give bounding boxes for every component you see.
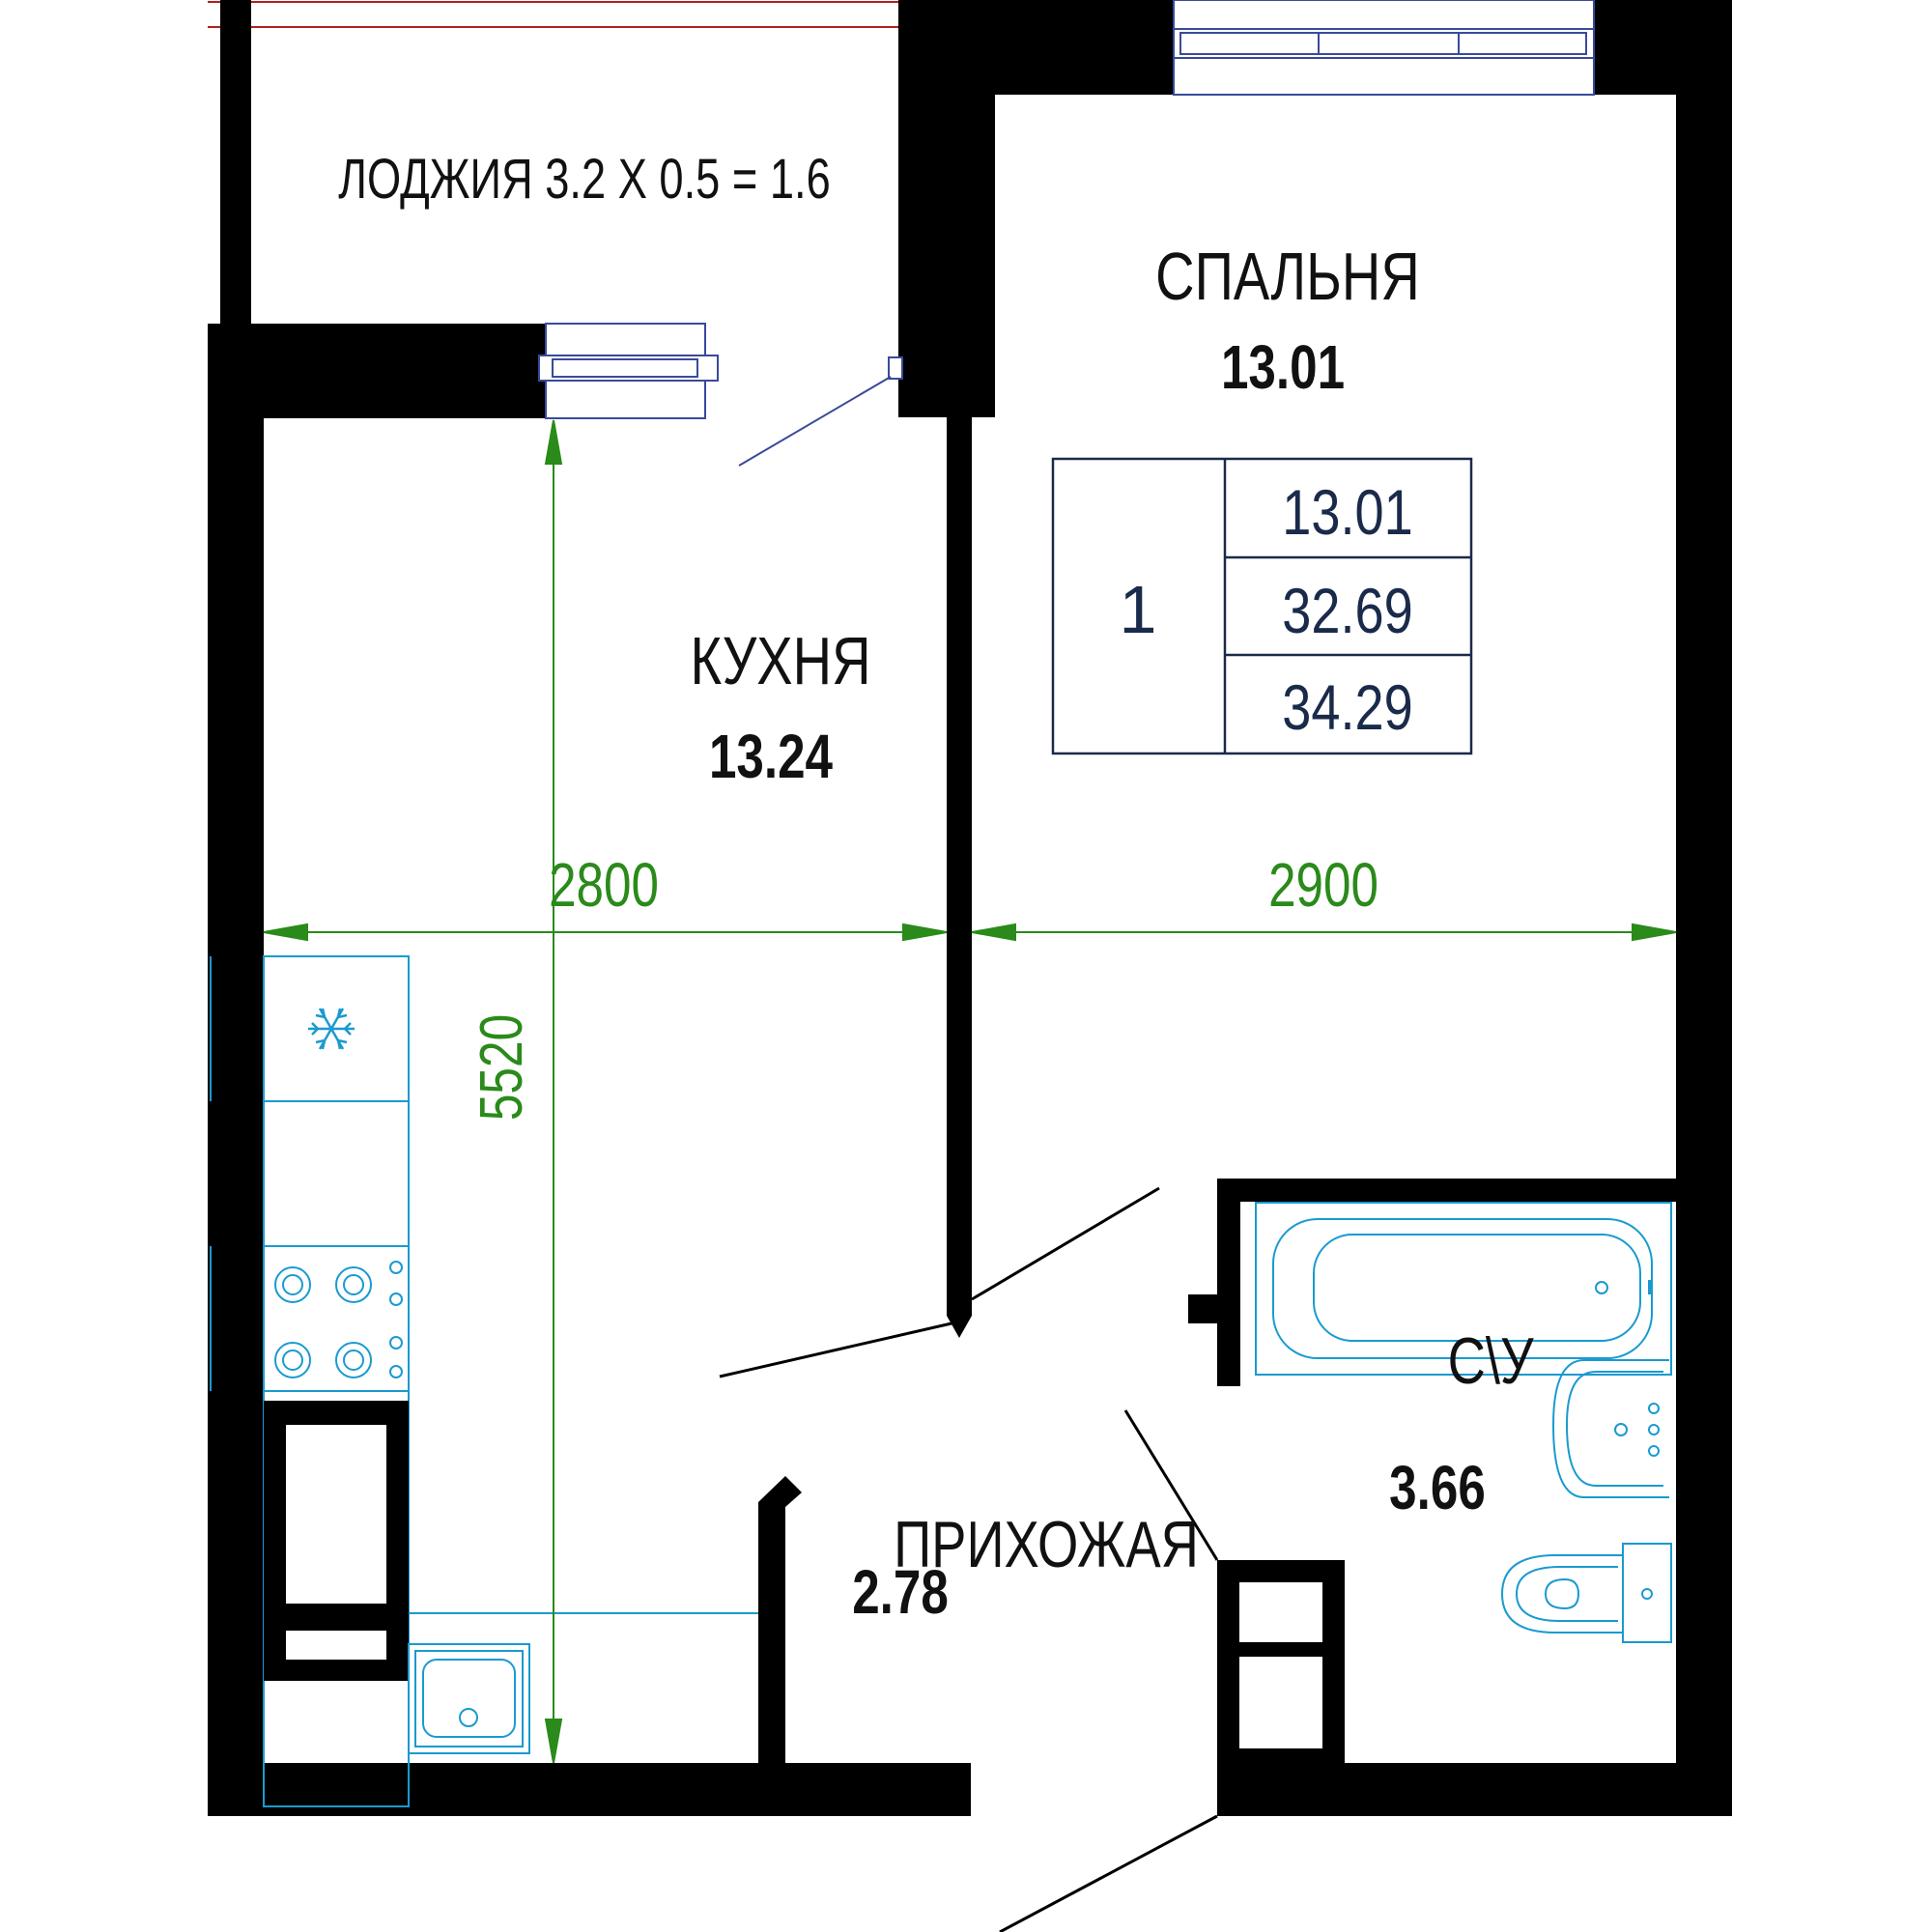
windows — [538, 0, 1595, 419]
reference-lines — [208, 1, 898, 28]
kitchen-area: 13.24 — [709, 724, 833, 792]
dimension-bedroom-width: 2900 — [1268, 852, 1378, 921]
summary-table — [1051, 457, 1473, 755]
kitchen-name: КУХНЯ — [690, 624, 870, 698]
bathtub-icon — [1255, 1202, 1672, 1376]
oven — [264, 1401, 409, 1681]
washbasin-icon — [1551, 1359, 1669, 1498]
table-total-area: 32.69 — [1282, 575, 1412, 646]
hallway-name: ПРИХОЖАЯ — [894, 1508, 1199, 1581]
bedroom-name: СПАЛЬНЯ — [1155, 240, 1420, 314]
loggia-label: ЛОДЖИЯ 3.2 X 0.5 = 1.6 — [338, 149, 830, 212]
table-living-area: 13.01 — [1282, 476, 1412, 548]
sink-icon — [408, 1643, 530, 1754]
bathroom-area: 3.66 — [1389, 1455, 1486, 1523]
snowflake-icon — [308, 1008, 355, 1050]
bathroom-name: С\У — [1448, 1324, 1535, 1398]
table-rooms-count: 1 — [1120, 572, 1157, 647]
toilet-icon — [1500, 1543, 1672, 1643]
table-total-with-loggia: 34.29 — [1282, 671, 1412, 743]
kitchen-fixtures — [210, 955, 758, 1807]
door-swings — [738, 376, 892, 467]
dimension-kitchen-width: 2800 — [549, 852, 659, 921]
hallway-area: 2.78 — [852, 1559, 949, 1628]
closet — [1239, 1582, 1322, 1748]
bedroom-area: 13.01 — [1221, 334, 1345, 403]
door-lines — [719, 1186, 1219, 1932]
dimension-length: 5520 — [468, 1014, 535, 1121]
stove-burners-icon — [274, 1261, 403, 1378]
dimension-lines — [263, 419, 1677, 1764]
